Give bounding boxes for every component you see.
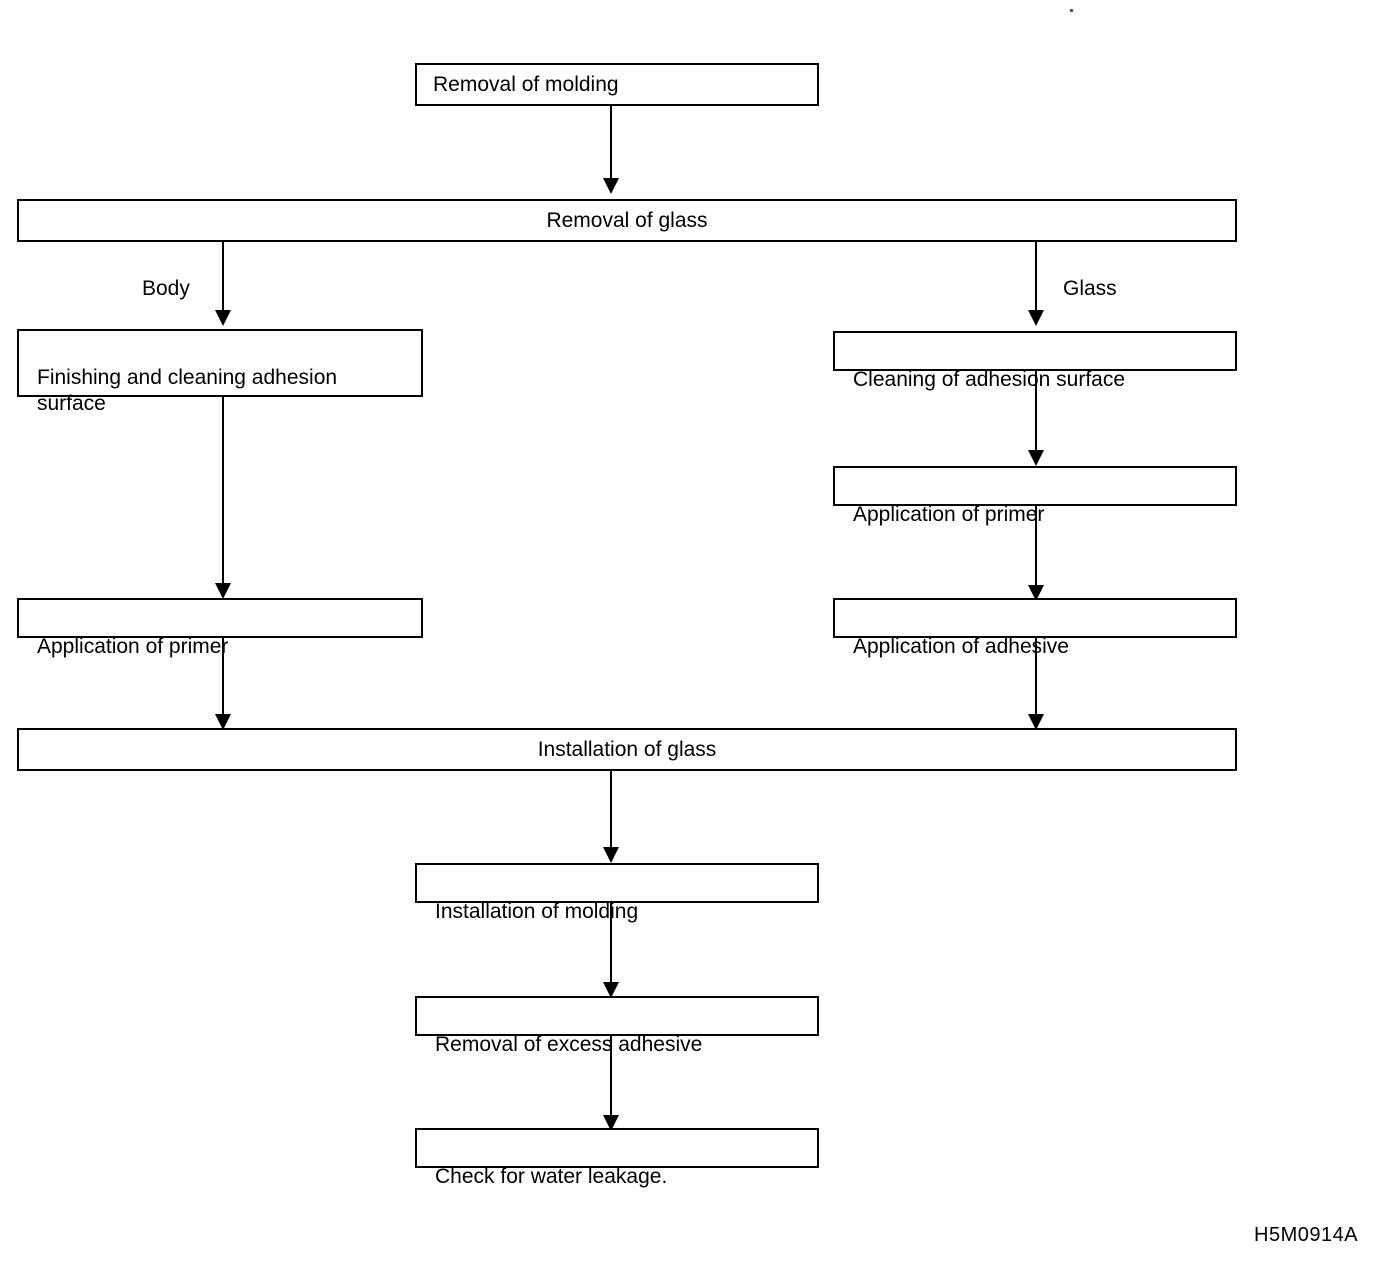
node-installation-of-molding[interactable]: Installation of molding <box>415 863 819 923</box>
arrowhead-molding-to-excess-adhesive <box>603 982 619 998</box>
node-installation-of-glass[interactable]: Installation of glass <box>17 728 1237 771</box>
node-application-of-primer-glass[interactable]: Application of primer <box>833 466 1237 526</box>
node-removal-of-glass[interactable]: Removal of glass <box>17 199 1237 242</box>
arrowhead-excess-adhesive-to-water-check <box>603 1115 619 1131</box>
connector-adhesive-to-installation <box>1035 638 1037 726</box>
node-cleaning-of-adhesion-surface[interactable]: Cleaning of adhesion surface <box>833 331 1237 391</box>
branch-label-glass: Glass <box>1063 277 1117 300</box>
node-label: Removal of excess adhesive <box>435 1033 703 1056</box>
arrowhead-primer-body-to-installation <box>215 714 231 730</box>
connector-cleaning-to-primer-glass <box>1035 371 1037 463</box>
arrowhead-cleaning-to-primer-glass <box>1028 450 1044 466</box>
arrowhead-adhesive-to-installation <box>1028 714 1044 730</box>
arrowhead-finishing-to-primer-body <box>215 583 231 599</box>
node-check-for-water-leakage[interactable]: Check for water leakage. <box>415 1128 819 1188</box>
node-label: Application of primer <box>853 503 1045 526</box>
node-label: Removal of glass <box>546 208 708 232</box>
scan-speck <box>1070 9 1073 12</box>
connector-molding-to-glass-removal <box>610 106 612 180</box>
node-label: Application of adhesive <box>853 635 1069 658</box>
node-label: Finishing and cleaning adhesion surface <box>37 366 338 415</box>
connector-molding-to-excess-adhesive <box>610 903 612 995</box>
connector-glass-removal-to-glass <box>1035 242 1037 314</box>
connector-primer-body-to-installation <box>222 638 224 726</box>
arrowhead-glass-removal-to-glass <box>1028 310 1044 326</box>
connector-installation-glass-to-molding <box>610 771 612 852</box>
node-label: Cleaning of adhesion surface <box>853 368 1126 391</box>
figure-code-label: H5M0914A <box>1254 1224 1359 1246</box>
arrowhead-primer-glass-to-adhesive <box>1028 585 1044 601</box>
node-application-of-adhesive[interactable]: Application of adhesive <box>833 598 1237 658</box>
node-label: Application of primer <box>37 635 229 658</box>
connector-excess-adhesive-to-water-check <box>610 1036 612 1128</box>
node-removal-of-excess-adhesive[interactable]: Removal of excess adhesive <box>415 996 819 1056</box>
node-application-of-primer-body[interactable]: Application of primer <box>17 598 423 658</box>
connector-primer-glass-to-adhesive <box>1035 506 1037 598</box>
node-label: Check for water leakage. <box>435 1165 668 1188</box>
node-finishing-and-cleaning-adhesion-surface[interactable]: Finishing and cleaning adhesion surface <box>17 329 423 415</box>
node-label: Installation of glass <box>537 737 717 761</box>
arrowhead-installation-glass-to-molding <box>603 847 619 863</box>
branch-label-body: Body <box>142 277 190 300</box>
node-label: Installation of molding <box>435 900 639 923</box>
connector-glass-removal-to-body <box>222 242 224 314</box>
node-removal-of-molding[interactable]: Removal of molding <box>415 63 819 106</box>
arrowhead-glass-removal-to-body <box>215 310 231 326</box>
connector-finishing-to-primer-body <box>222 397 224 595</box>
arrowhead-molding-to-glass-removal <box>603 178 619 194</box>
node-label: Removal of molding <box>433 72 619 96</box>
